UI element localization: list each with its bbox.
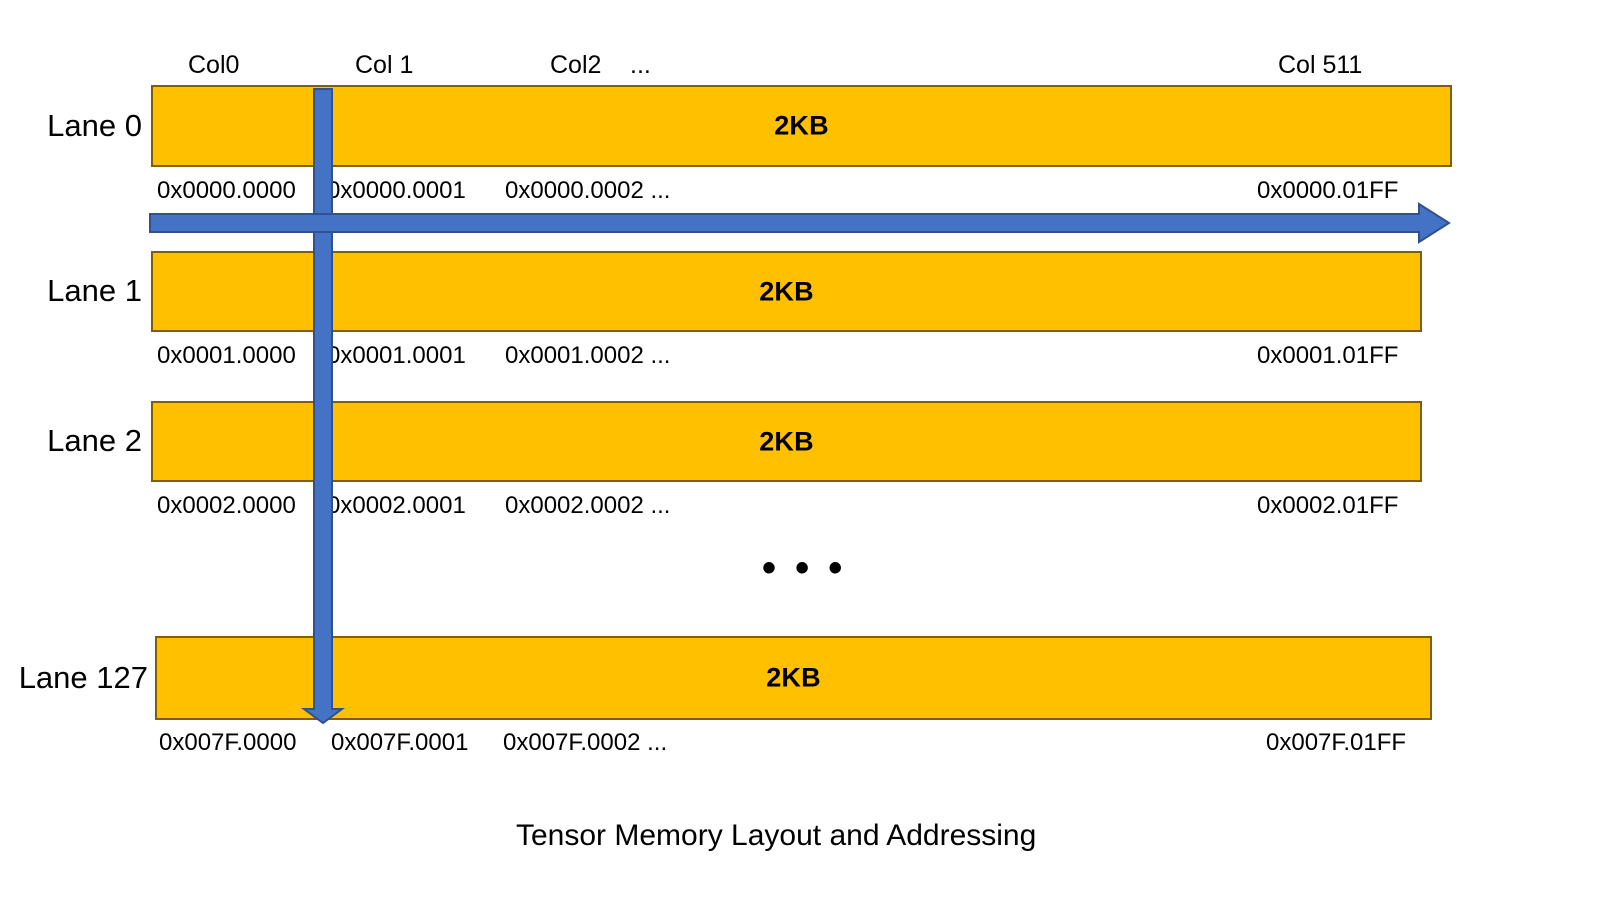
lane-label-lane-1: Lane 1: [47, 273, 142, 308]
address-lane-127-col1: 0x007F.0001: [331, 729, 469, 756]
lane-bar-lane-1: 2KB: [151, 251, 1422, 332]
address-lane-1-col2: 0x0001.0002 ...: [505, 342, 671, 369]
address-lane-0-col0: 0x0000.0000: [157, 177, 296, 204]
address-lane-127-col2: 0x007F.0002 ...: [503, 729, 668, 756]
address-lane-2-col2: 0x0002.0002 ...: [505, 492, 671, 519]
address-lane-1-col0: 0x0001.0000: [157, 342, 296, 369]
address-lane-0-col511: 0x0000.01FF: [1257, 177, 1399, 204]
column-header-col511: Col 511: [1278, 51, 1363, 79]
address-lane-0-col1: 0x0000.0001: [327, 177, 466, 204]
lane-label-lane-2: Lane 2: [47, 423, 142, 458]
column-direction-arrow: [149, 202, 1451, 244]
lane-capacity-lane-127: 2KB: [766, 662, 821, 693]
address-lane-1-col1: 0x0001.0001: [327, 342, 466, 369]
lane-label-lane-0: Lane 0: [47, 108, 142, 143]
address-lane-2-col1: 0x0002.0001: [327, 492, 466, 519]
lane-bar-lane-0: 2KB: [151, 85, 1452, 167]
address-row-lane-1: 0x0001.0000 0x0001.0001 0x0001.0002 ... …: [0, 340, 1600, 372]
address-row-lane-0: 0x0000.0000 0x0000.0001 0x0000.0002 ... …: [0, 175, 1600, 207]
lane-label-lane-127: Lane 127: [18, 660, 148, 695]
lane-bar-lane-2: 2KB: [151, 401, 1422, 482]
lane-capacity-lane-0: 2KB: [774, 110, 829, 141]
address-row-lane-2: 0x0002.0000 0x0002.0001 0x0002.0002 ... …: [0, 490, 1600, 522]
column-header-col0: Col0: [188, 51, 240, 79]
address-lane-0-col2: 0x0000.0002 ...: [505, 177, 671, 204]
figure-caption: Tensor Memory Layout and Addressing: [516, 819, 1037, 852]
lane-capacity-lane-2: 2KB: [759, 426, 814, 456]
column-header-col1: Col 1: [355, 51, 414, 79]
address-lane-127-col0: 0x007F.0000: [159, 729, 297, 756]
lane-capacity-lane-1: 2KB: [759, 276, 814, 306]
lanes-continuation-ellipsis: • • •: [762, 546, 847, 590]
address-lane-127-col511: 0x007F.01FF: [1266, 729, 1407, 756]
address-lane-2-col0: 0x0002.0000: [157, 492, 296, 519]
column-header-ellipsis: ...: [630, 51, 651, 79]
address-lane-1-col511: 0x0001.01FF: [1257, 342, 1399, 369]
address-row-lane-127: 0x007F.0000 0x007F.0001 0x007F.0002 ... …: [0, 727, 1600, 759]
lane-bar-lane-127: 2KB: [155, 636, 1432, 720]
address-lane-2-col511: 0x0002.01FF: [1257, 492, 1399, 519]
column-header-col2: Col2: [550, 51, 602, 79]
